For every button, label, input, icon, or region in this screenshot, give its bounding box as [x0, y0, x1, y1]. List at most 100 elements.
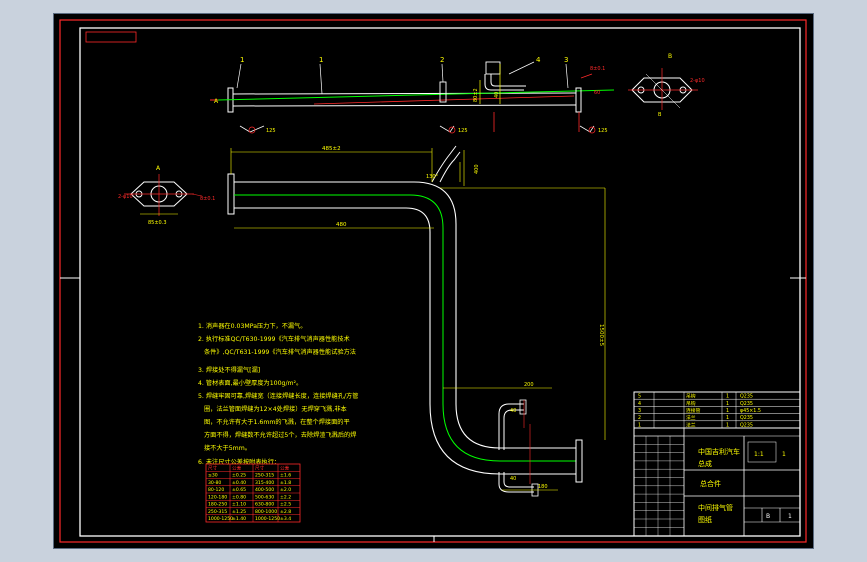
parts-list-cell: 3 — [638, 408, 641, 414]
svg-text:40: 40 — [510, 408, 516, 414]
tolerance-cell: ≤30 — [208, 473, 218, 479]
tolerance-cell: ±1.6 — [280, 473, 291, 479]
svg-text:2-φ10: 2-φ10 — [118, 194, 133, 200]
cad-viewport[interactable]: 1 1 2 4 3 A 80±2 40 8±0.1 60 125 125 125… — [54, 14, 813, 548]
dim-40: 40 — [494, 92, 500, 98]
tb-subproduct: 图纸 — [698, 515, 712, 524]
parts-list-cell: 1 — [726, 408, 729, 414]
tolerance-cell: 315-400 — [255, 480, 274, 486]
tolerance-header-cell: 公差 — [280, 464, 290, 471]
parts-list-cell: 连接管 — [686, 407, 701, 414]
dim-thk: 8±0.1 — [590, 66, 605, 72]
corner-mark — [85, 31, 137, 43]
tolerance-cell: 1000-1250 — [208, 516, 233, 522]
sheet-inner-border — [79, 27, 801, 537]
main-flange-left[interactable] — [227, 173, 235, 215]
dim-1500: 1500±5 — [598, 324, 604, 347]
parts-list-cell: 1 — [726, 401, 729, 407]
parts-list-cell: 1 — [726, 394, 729, 400]
tolerance-cell: 250-315 — [208, 509, 227, 515]
tolerance-cell: ±1.8 — [280, 480, 291, 486]
sheet-outer-border — [59, 19, 807, 543]
note-5c: 图，不允许有大于1.6mm的飞溅，在整个焊接面的平 — [204, 418, 350, 426]
note-5a: 5. 焊缝牢固可靠,焊缝宽（连接焊缝长度，连接焊缝孔/方管 — [198, 392, 358, 400]
dim-flange-w: 85±0.3 — [148, 220, 167, 226]
tolerance-cell: ±2.8 — [280, 509, 291, 515]
tb-sheets: 1 — [788, 513, 792, 520]
tolerance-cell: ±0.40 — [232, 480, 246, 486]
roughness-1: 125 — [266, 128, 276, 134]
tolerance-cell: 630-800 — [255, 502, 274, 508]
tolerance-cell: ±2.0 — [280, 487, 291, 493]
dim-485: 485±2 — [322, 146, 341, 152]
tolerance-cell: 80-120 — [208, 487, 224, 493]
tolerance-cell: ±3.4 — [280, 516, 291, 522]
weld-symbol-1: 125 — [239, 125, 276, 134]
note-6: 6. 未注尺寸公差按附表执行： — [198, 458, 280, 466]
view-b-flange[interactable] — [628, 68, 698, 110]
tb-product: 中间排气管 — [698, 503, 733, 512]
view-a-label: A — [156, 165, 161, 172]
note-3: 3. 焊接处不得漏气[漏] — [198, 366, 260, 374]
main-centerline — [234, 194, 576, 462]
main-pipe-view[interactable] — [227, 145, 583, 497]
tolerance-cell: 400-500 — [255, 487, 274, 493]
tolerance-cell: 120-180 — [208, 494, 227, 500]
dim-200: 200 — [524, 382, 534, 388]
tb-assy: 总合件 — [700, 479, 721, 488]
tb-mark: B — [766, 513, 770, 520]
note-5b: 圈，法兰管面焊缝为12×4处焊接）无焊穿飞溅,非本 — [204, 405, 347, 413]
tolerance-cell: 180-250 — [208, 502, 227, 508]
technical-notes: 1. 消声器在0.03MPa压力下，不漏气。 2. 执行标准QC/T630-19… — [198, 322, 358, 466]
callout-1b: 1 — [319, 56, 323, 64]
note-2a: 2. 执行标准QC/T630-1999《汽车排气消声器性能技术 — [198, 335, 350, 343]
view-b-tag: B — [658, 112, 662, 118]
tolerance-header-cell: 尺寸 — [255, 464, 265, 471]
parts-list-cell: 吊钩 — [686, 393, 696, 400]
roughness-2: 125 — [458, 128, 468, 134]
parts-list-cell: 法兰 — [686, 421, 696, 428]
note-1: 1. 消声器在0.03MPa压力下，不漏气。 — [198, 322, 306, 330]
note-5d: 方面不得，焊缝数不允许超过5个，去除焊渣飞溅后的焊 — [204, 431, 356, 439]
view-a-left: A — [214, 98, 219, 105]
svg-text:40: 40 — [510, 476, 516, 482]
tolerance-cell: 30-80 — [208, 480, 221, 486]
weld-symbol-3: 125 — [579, 125, 608, 134]
dim-80: 80±2 — [473, 88, 479, 102]
tb-dept: 总成 — [698, 459, 712, 468]
parts-list-cell: 1 — [726, 422, 729, 428]
view-a-flange[interactable] — [124, 174, 194, 216]
tolerance-cell: 500-630 — [255, 494, 274, 500]
tolerance-header-cell: 公差 — [232, 464, 242, 471]
parts-list-cell: 4 — [638, 401, 641, 407]
dim-480: 480 — [336, 222, 347, 228]
top-centerline — [217, 89, 615, 101]
tolerance-cell: ±1.25 — [232, 509, 246, 515]
parts-list-cell: Q235 — [740, 422, 753, 428]
note-4: 4. 管材表面,最小壁厚度为100g/m²。 — [198, 379, 302, 387]
parts-list-cell: φ45×1.5 — [740, 408, 761, 414]
parts-list-cell: 2 — [638, 415, 641, 421]
top-flange-right[interactable] — [575, 87, 582, 113]
tb-scale: 1:1 — [754, 451, 764, 458]
callout-3: 3 — [564, 56, 568, 64]
parts-list-cell: 法兰 — [686, 414, 696, 421]
tolerance-header-cell: 尺寸 — [208, 464, 218, 471]
parts-list-cell: 1 — [726, 415, 729, 421]
roughness-3: 125 — [598, 128, 608, 134]
main-flange-right[interactable] — [575, 439, 583, 483]
cad-drawing: 1 1 2 4 3 A 80±2 40 8±0.1 60 125 125 125… — [59, 19, 807, 543]
dim-400: 400 — [474, 164, 480, 174]
dim-130: 130° — [426, 174, 439, 180]
note-5e: 接不大于5mm。 — [204, 444, 251, 452]
tolerance-table: 尺寸 公差 尺寸 公差 ≤30 ±0.25 250-315 ±1.6 30-80 ±0.40 315… — [205, 463, 301, 523]
tolerance-cell: ±0.25 — [232, 473, 246, 479]
callout-1a: 1 — [240, 56, 244, 64]
tolerance-cell: ±1.10 — [232, 502, 246, 508]
dim-60: 60 — [594, 90, 600, 96]
dim-bore: 2-φ10 — [690, 78, 705, 84]
callout-2: 2 — [440, 56, 444, 64]
parts-list-cell: 5 — [638, 394, 641, 400]
tolerance-cell: 250-315 — [255, 473, 274, 479]
